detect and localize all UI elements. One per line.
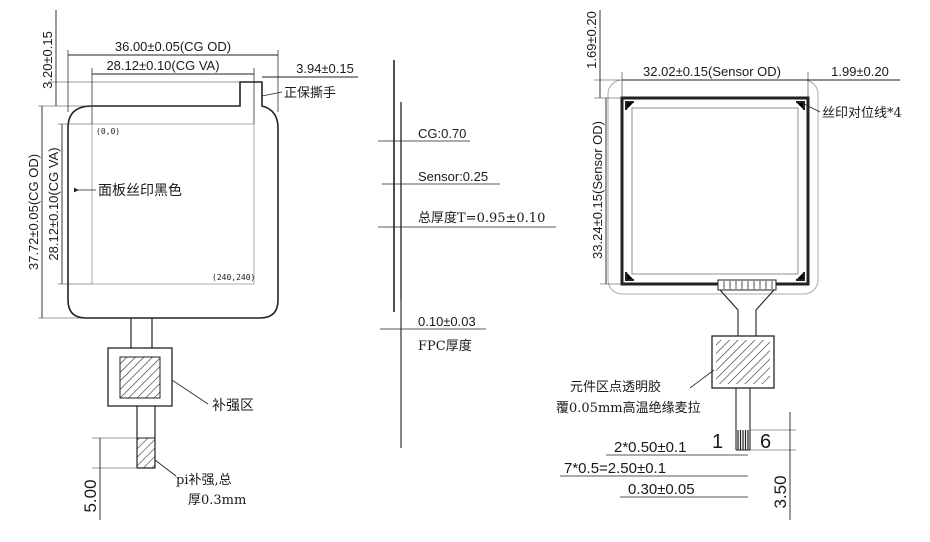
fpc-neck — [130, 318, 153, 348]
cover-glass-outline — [67, 81, 279, 319]
top-offset-back-label: 1.69±0.20 — [584, 11, 599, 69]
leader-protective-tab — [261, 91, 283, 97]
tail-length-back-label: 3.50 — [771, 475, 790, 508]
sensor-bond-pads — [717, 279, 777, 291]
panel-print-note: 面板丝印黑色 — [98, 182, 182, 199]
cover-glass-outline-back — [607, 79, 819, 295]
sensor-inner-area — [631, 107, 799, 275]
sensor-thickness-label: Sensor:0.25 — [418, 169, 488, 184]
fpc-thickness-label: 0.10±0.03 — [418, 314, 476, 329]
side-view: CG:0.70 Sensor:0.25 总厚度T=0.95±0.10 0.10±… — [378, 60, 556, 448]
stiffener-note: 补强区 — [212, 398, 254, 414]
front-view: (0,0) (240,240) 36.00±0.05(CG OD) 28.12±… — [26, 10, 358, 520]
cg-od-width-label: 36.00±0.05(CG OD) — [115, 39, 231, 54]
pi-note-line1: pi补强,总 — [176, 473, 232, 488]
protective-tab-note: 正保撕手 — [284, 86, 336, 101]
total-pitch-dim-label: 7*0.5=2.50±0.1 — [564, 460, 666, 477]
alignment-marks — [625, 101, 805, 281]
leader-component — [689, 369, 715, 389]
gold-fingers — [737, 430, 749, 450]
leader-alignment — [803, 103, 821, 113]
cg-va-width-label: 28.12±0.10(CG VA) — [106, 58, 219, 73]
component-note-line1: 元件区点透明胶 — [570, 379, 661, 395]
pin-width-dim-label: 0.30±0.05 — [628, 481, 695, 498]
fpc-taper — [719, 289, 775, 336]
back-view: 1.69±0.20 32.02±0.15(Sensor OD) 1.99±0.2… — [556, 10, 902, 520]
side-offset-label: 1.99±0.20 — [831, 64, 889, 79]
stiffener-hatch — [119, 356, 161, 399]
pitch-dim-label: 2*0.50±0.1 — [614, 439, 686, 456]
fpc-label: FPC厚度 — [418, 338, 472, 354]
coord-end-label: (240,240) — [212, 273, 255, 282]
sensor-od-width-label: 32.02±0.15(Sensor OD) — [643, 64, 781, 79]
tab-width-label: 3.94±0.15 — [296, 61, 354, 76]
pin-first-label: 1 — [712, 431, 723, 453]
component-note-line2: 覆0.05mm高温绝缘麦拉 — [556, 400, 701, 416]
total-thickness-label: 总厚度T=0.95±0.10 — [418, 210, 545, 226]
cg-va-height-label: 28.12±0.10(CG VA) — [46, 147, 61, 260]
sensor-outline — [620, 96, 810, 286]
sensor-od-height-label: 33.24±0.15(Sensor OD) — [590, 121, 605, 259]
top-offset-label: 3.20±0.15 — [40, 31, 55, 89]
pi-note-line2: 厚0.3mm — [188, 493, 246, 508]
component-hatch — [716, 340, 770, 384]
bond-pad-lines — [723, 281, 773, 289]
cg-thickness-label: CG:0.70 — [418, 126, 466, 141]
alignment-note: 丝印对位线*4 — [822, 106, 902, 121]
pin-last-label: 6 — [760, 431, 771, 453]
visible-area — [91, 123, 255, 285]
leader-pi-stiffener — [154, 459, 177, 477]
cg-od-height-label: 37.72±0.05(CG OD) — [26, 154, 41, 270]
pi-stiffener — [136, 437, 156, 469]
coord-origin-label: (0,0) — [96, 127, 120, 136]
tail-length-label: 5.00 — [81, 479, 100, 512]
leader-stiffener — [171, 379, 209, 405]
